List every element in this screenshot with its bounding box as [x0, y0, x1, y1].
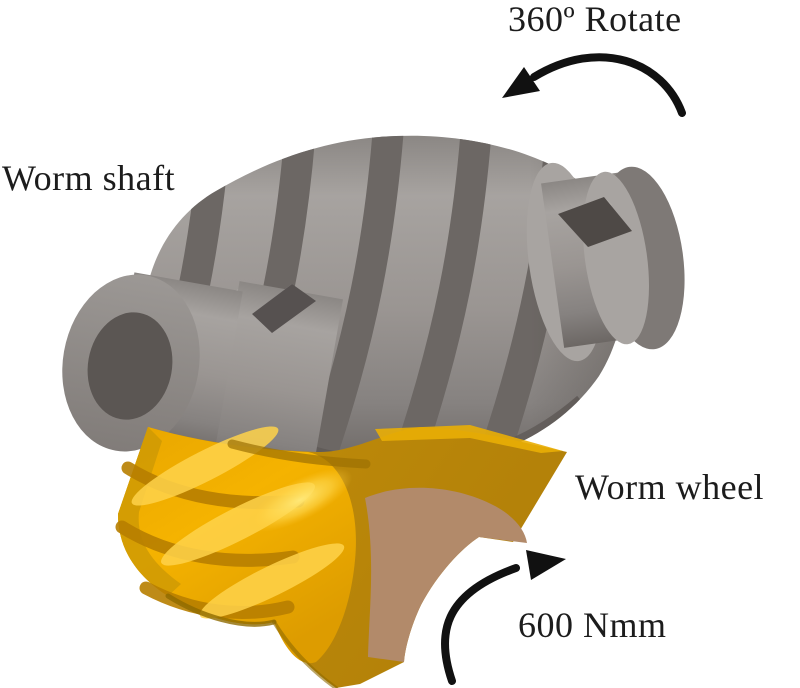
worm-wheel-label: Worm wheel — [575, 467, 765, 507]
worm-wheel-graphic — [115, 425, 567, 688]
shaft-right-end — [526, 162, 685, 362]
left-end-bore — [87, 312, 173, 420]
worm-shaft-graphic — [62, 135, 685, 489]
rotation-arrow-icon — [502, 53, 686, 117]
torque-label: 600 Nmm — [518, 605, 667, 645]
torque-arrowhead — [526, 550, 566, 580]
rotation-arrow-arc — [530, 53, 686, 117]
shaft-left-end — [62, 272, 343, 489]
right-keyway-notch — [558, 197, 632, 247]
worm-shaft-label: Worm shaft — [2, 158, 176, 198]
torque-arrow-arc — [441, 564, 520, 685]
wheel-rim-top-strip — [375, 425, 563, 453]
wheel-bore-band — [365, 487, 527, 662]
rotation-label: 360º Rotate — [508, 0, 682, 39]
left-keyway-notch — [252, 284, 316, 333]
wheel-mesh-shadow — [227, 439, 371, 469]
rotation-arrowhead — [502, 67, 540, 98]
torque-arrow-icon — [441, 550, 566, 685]
wheel-scallop-shadows — [165, 593, 338, 688]
wheel-specular-highlight — [247, 468, 353, 532]
